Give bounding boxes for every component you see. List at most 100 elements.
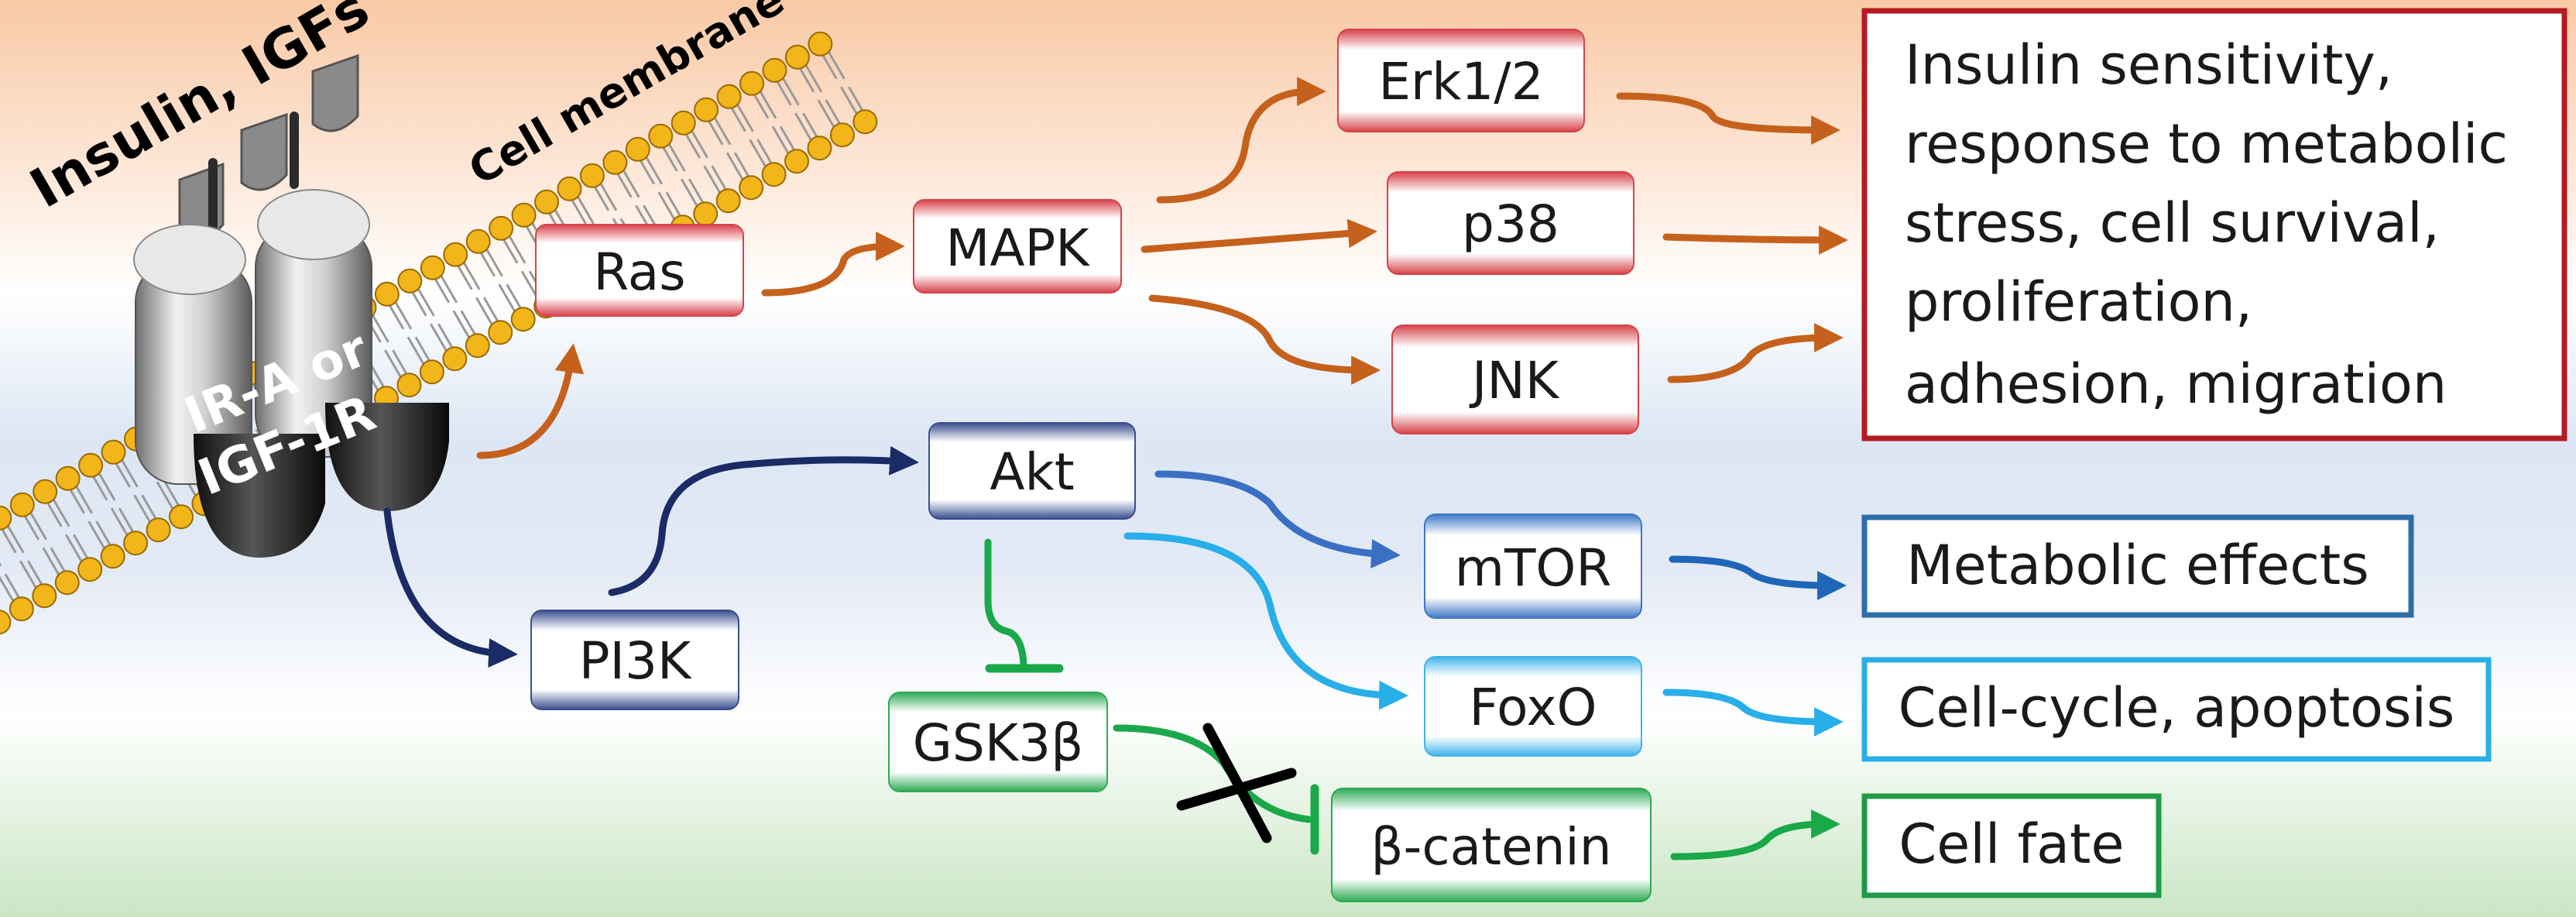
- node-erk-label: Erk1/2: [1378, 52, 1543, 112]
- membrane-bead: [419, 359, 444, 385]
- arrow-ras-to-mapk: [761, 232, 905, 297]
- arrow-mtor-to-outcome: [1669, 555, 1847, 600]
- outcome-mapk-line-1: Insulin sensitivity,: [1905, 33, 2392, 97]
- membrane-bead: [0, 505, 12, 531]
- membrane-bead: [146, 517, 171, 543]
- outcome-cell-cycle-label: Cell-cycle, apoptosis: [1899, 676, 2455, 740]
- arrow-jnk-to-outcome: [1667, 323, 1844, 383]
- arrow-akt-to-mtor: [1154, 470, 1401, 568]
- outcome-mapk-line-2: response to metabolic: [1905, 112, 2508, 176]
- node-p38[interactable]: p38: [1387, 171, 1634, 275]
- membrane-bead: [396, 373, 422, 398]
- membrane-bead: [443, 242, 468, 267]
- node-ras[interactable]: Ras: [535, 224, 744, 317]
- membrane-bead: [77, 557, 103, 582]
- membrane-bead: [829, 122, 855, 148]
- node-bcatenin[interactable]: β-catenin: [1331, 788, 1652, 902]
- membrane-bead: [465, 333, 490, 359]
- membrane-bead: [579, 163, 605, 188]
- membrane-bead: [33, 479, 58, 504]
- membrane-bead: [762, 57, 787, 83]
- membrane-bead: [739, 175, 764, 201]
- membrane-bead: [557, 176, 582, 201]
- arrow-erk-to-outcome: [1616, 92, 1840, 145]
- membrane-bead: [807, 136, 832, 161]
- membrane-bead: [442, 346, 468, 372]
- membrane-bead: [78, 452, 104, 478]
- membrane-bead: [54, 570, 80, 596]
- block-cross-icon: [1176, 723, 1297, 843]
- arrow-akt-to-foxo: [1123, 532, 1408, 710]
- membrane-bead: [123, 531, 149, 556]
- node-jnk[interactable]: JNK: [1391, 325, 1639, 434]
- node-mtor[interactable]: mTOR: [1424, 513, 1642, 619]
- node-mtor-label: mTOR: [1455, 538, 1611, 598]
- receptor-icon: [133, 189, 449, 558]
- membrane-bead: [534, 189, 560, 215]
- membrane-bead: [715, 188, 741, 214]
- outcome-mapk-line-3: stress, cell survival,: [1905, 191, 2440, 255]
- membrane-bead: [9, 596, 34, 622]
- membrane-bead: [169, 504, 194, 530]
- membrane-bead: [32, 583, 57, 609]
- membrane-bead: [716, 84, 742, 109]
- membrane-bead: [739, 70, 765, 96]
- arrow-foxo-to-outcome: [1662, 689, 1844, 737]
- node-pi3k[interactable]: PI3K: [530, 610, 739, 710]
- outcome-metabolic: Metabolic effects: [1861, 514, 2414, 618]
- membrane-bead: [625, 136, 650, 162]
- outcome-mapk-line-4: proliferation,: [1905, 270, 2252, 334]
- membrane-bead: [671, 110, 696, 136]
- membrane-bead: [852, 109, 878, 135]
- membrane-bead: [420, 255, 445, 280]
- outcome-cell-fate: Cell fate: [1861, 793, 2162, 898]
- node-p38-label: p38: [1462, 194, 1559, 254]
- membrane-bead: [784, 149, 810, 174]
- membrane-bead: [488, 320, 513, 345]
- membrane-bead: [510, 307, 536, 332]
- arrow-pi3k-to-akt: [608, 445, 919, 596]
- membrane-tail: [0, 523, 17, 554]
- arrow-mapk-to-erk: [1156, 77, 1326, 204]
- arrow-p38-to-outcome: [1662, 225, 1848, 255]
- membrane-bead: [511, 202, 537, 228]
- arrow-mapk-to-jnk: [1148, 294, 1381, 385]
- node-mapk-label: MAPK: [945, 218, 1090, 278]
- membrane-bead: [808, 31, 833, 57]
- outcome-mapk-line-5: adhesion, migration: [1905, 352, 2447, 416]
- outcome-cell-fate-label: Cell fate: [1899, 812, 2124, 876]
- membrane-bead: [374, 281, 400, 307]
- membrane-bead: [693, 201, 719, 227]
- membrane-bead: [465, 228, 491, 254]
- node-mapk[interactable]: MAPK: [913, 199, 1122, 294]
- outcome-cell-cycle: Cell-cycle, apoptosis: [1861, 657, 2492, 762]
- membrane-bead: [784, 44, 810, 70]
- membrane-bead: [100, 544, 125, 569]
- arrow-receptor-to-ras: [476, 343, 585, 459]
- node-pi3k-label: PI3K: [579, 631, 692, 691]
- node-erk[interactable]: Erk1/2: [1337, 29, 1585, 132]
- membrane-bead: [694, 97, 719, 122]
- node-jnk-label: JNK: [1469, 351, 1560, 410]
- node-akt[interactable]: Akt: [928, 422, 1136, 520]
- node-gsk3b[interactable]: GSK3β: [888, 692, 1108, 792]
- node-foxo[interactable]: FoxO: [1424, 656, 1642, 757]
- membrane-bead: [761, 162, 787, 187]
- membrane-bead: [397, 268, 423, 294]
- arrow-mapk-to-p38: [1141, 218, 1377, 253]
- node-ras-label: Ras: [593, 242, 685, 302]
- node-akt-label: Akt: [990, 442, 1074, 502]
- inhibit-akt-to-gsk3b: [984, 538, 1027, 668]
- membrane-bead: [0, 610, 12, 635]
- outcome-mapk-effects: Insulin sensitivity, response to metabol…: [1861, 8, 2567, 441]
- membrane-bead: [648, 123, 674, 149]
- arrow-receptor-to-pi3k: [383, 507, 518, 668]
- membrane-bead: [602, 149, 628, 175]
- outcome-metabolic-label: Metabolic effects: [1906, 534, 2368, 597]
- node-bcatenin-label: β-catenin: [1370, 817, 1611, 877]
- node-gsk3b-label: GSK3β: [913, 713, 1083, 773]
- node-foxo-label: FoxO: [1470, 678, 1597, 737]
- membrane-bead: [55, 465, 81, 491]
- membrane-bead: [101, 439, 126, 465]
